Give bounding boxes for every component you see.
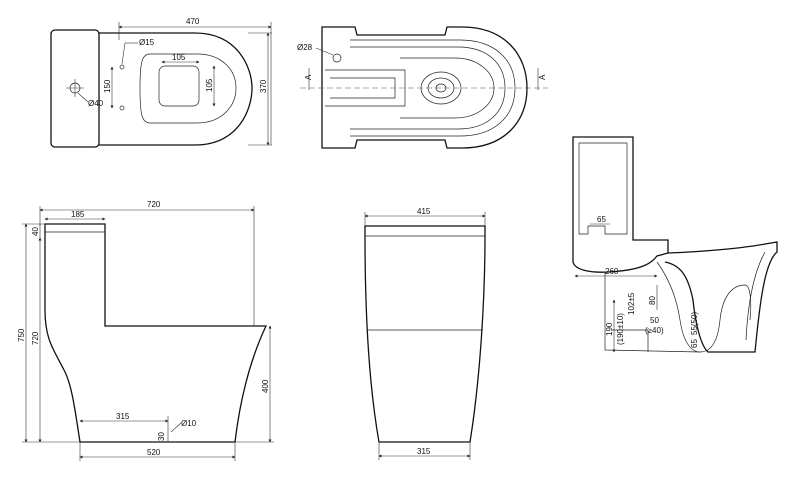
dim-40: 40 bbox=[31, 227, 40, 236]
dim-65-top: 65 bbox=[597, 215, 606, 224]
dim-80: 80 bbox=[648, 296, 657, 305]
dim-520: 520 bbox=[147, 448, 161, 457]
top-detail-view: A A Ø28 bbox=[297, 26, 548, 149]
dim-720-v: 720 bbox=[31, 331, 40, 345]
outlet-box bbox=[158, 65, 200, 107]
top-view: 470 370 150 105 105 Ø15 Ø40 bbox=[50, 17, 272, 148]
dim-30: 30 bbox=[157, 432, 166, 441]
dim-470: 470 bbox=[186, 17, 200, 26]
front-view: 415 315 bbox=[364, 207, 486, 460]
dim-105-v: 105 bbox=[205, 78, 214, 92]
bolt-hole-top bbox=[119, 64, 125, 70]
section-tank bbox=[572, 136, 669, 273]
dim-720-h: 720 bbox=[147, 200, 161, 209]
dim-50: 50 bbox=[650, 316, 659, 325]
tank-outline bbox=[50, 29, 100, 148]
dim-65-bottom: 65 bbox=[690, 339, 699, 348]
dim-315-side: 315 bbox=[116, 412, 130, 421]
side-view: 720 185 750 720 40 400 315 30 Ø10 520 bbox=[17, 200, 274, 461]
top-bolt-hole bbox=[332, 53, 342, 63]
dim-105-h: 105 bbox=[172, 53, 186, 62]
section-mark-right: A bbox=[538, 74, 547, 80]
top-detail-outline bbox=[321, 26, 528, 149]
section-bowl bbox=[664, 241, 778, 353]
side-profile bbox=[44, 223, 268, 443]
front-profile bbox=[364, 225, 486, 443]
bolt-hole-bottom bbox=[119, 105, 125, 111]
dim-55: 55(50) bbox=[690, 312, 699, 335]
trapway bbox=[656, 261, 752, 353]
dia-10: Ø10 bbox=[181, 419, 197, 428]
dim-415: 415 bbox=[417, 207, 431, 216]
dia-28: Ø28 bbox=[297, 43, 313, 52]
dim-102: 102±5 bbox=[627, 292, 636, 315]
dim-750: 750 bbox=[17, 328, 26, 342]
dim-370: 370 bbox=[259, 79, 268, 93]
dim-400: 400 bbox=[261, 379, 270, 393]
dim-260: 260 bbox=[605, 267, 619, 276]
dim-190: 190 bbox=[605, 322, 614, 336]
dim-315-front: 315 bbox=[417, 447, 431, 456]
section-mark-left: A bbox=[304, 74, 313, 80]
dim-150: 150 bbox=[103, 79, 112, 93]
dia-15: Ø15 bbox=[139, 38, 155, 47]
bowl-rim bbox=[139, 53, 237, 124]
dim-185: 185 bbox=[71, 210, 85, 219]
section-view: 65 260 190 (190±10) 102±5 80 50 (≥40) 55… bbox=[572, 136, 778, 353]
dim-190-range: (190±10) bbox=[616, 313, 625, 345]
dim-ge-40: (≥40) bbox=[645, 326, 664, 335]
bowl-outline bbox=[99, 32, 253, 146]
dia-40: Ø40 bbox=[88, 99, 104, 108]
